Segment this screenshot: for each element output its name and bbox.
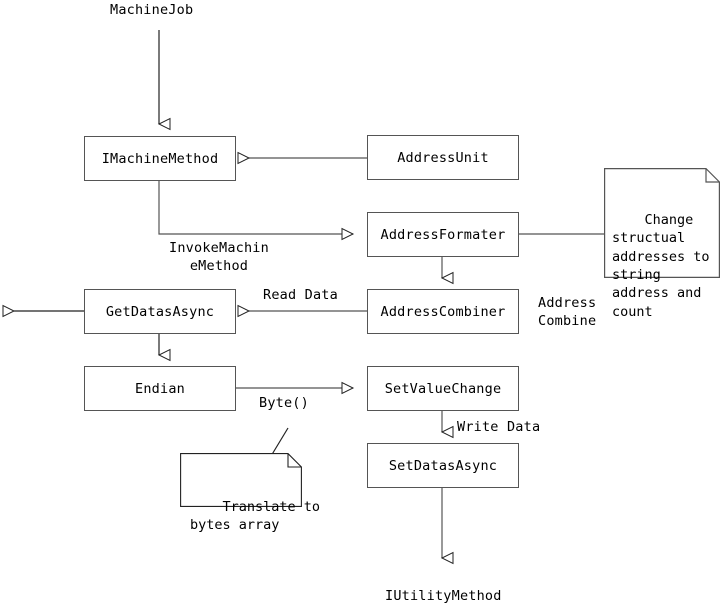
- node-imachinemethod[interactable]: IMachineMethod: [84, 136, 236, 181]
- node-endian[interactable]: Endian: [84, 366, 236, 411]
- terminal-label-iutility-method: IUtilityMethod: [385, 588, 502, 604]
- edge-label-address-combine: Address Combine: [538, 295, 597, 329]
- edge-label-byte-array: Byte(): [259, 395, 309, 411]
- node-setdatasasync[interactable]: SetDatasAsync: [367, 443, 519, 488]
- node-getdatasasync[interactable]: GetDatasAsync: [84, 289, 236, 334]
- edge-label-invoke-machine-method: InvokeMachin eMethod: [169, 240, 269, 274]
- edge-label-write-data: Write Data: [457, 419, 541, 435]
- node-setvaluechange[interactable]: SetValueChange: [367, 366, 519, 411]
- terminal-label-machine-job: MachineJob: [110, 2, 194, 18]
- node-addresscombiner[interactable]: AddressCombiner: [367, 289, 519, 334]
- node-addressunit[interactable]: AddressUnit: [367, 135, 519, 180]
- node-addressformater[interactable]: AddressFormater: [367, 212, 519, 257]
- note-address-format[interactable]: Change structual addresses to string add…: [604, 168, 720, 320]
- edge-imachinemethod-to-addressformater: [158, 181, 355, 241]
- edge-label-read-data: Read Data: [263, 287, 338, 303]
- note-translate-bytes[interactable]: Translate to bytes array: [180, 453, 320, 533]
